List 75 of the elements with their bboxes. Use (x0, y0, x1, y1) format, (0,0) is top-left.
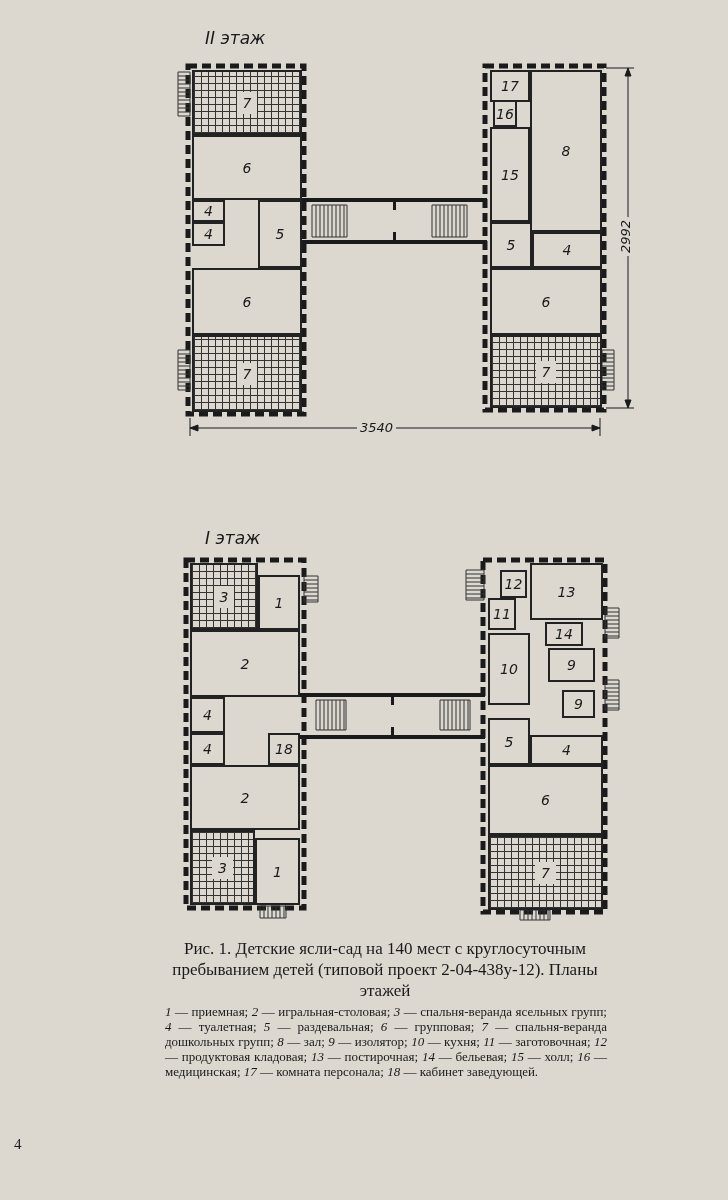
room-number: 7 (236, 91, 258, 114)
room-number: 2 (239, 788, 251, 807)
room-number: 15 (500, 165, 520, 184)
room-number: 4 (203, 202, 214, 220)
room-number: 4 (202, 706, 213, 724)
room-number: 4 (202, 740, 213, 758)
room (530, 563, 603, 620)
room (258, 200, 302, 268)
room-number: 5 (274, 225, 286, 243)
floor-label: II этаж (205, 28, 266, 48)
veranda-room (190, 830, 255, 905)
room-number: 3 (212, 856, 233, 879)
floor-label: I этаж (205, 528, 261, 548)
room-number: 6 (540, 292, 552, 311)
room-number: 4 (561, 741, 572, 759)
room (500, 570, 527, 598)
room-number: 5 (505, 236, 517, 254)
room-number: 9 (573, 695, 584, 713)
room-number: 7 (236, 362, 258, 385)
room (190, 765, 300, 830)
room-number: 2 (239, 654, 251, 673)
room (268, 733, 300, 765)
room (532, 232, 602, 268)
room (488, 765, 603, 835)
page-number: 4 (14, 1136, 22, 1153)
figure-caption: Рис. 1. Детские ясли-сад на 140 мест с круглосуточным пребыванием детей (типовой проект 2-04-438у-12). Планы этажей (171, 938, 599, 1001)
room (192, 135, 302, 200)
room-number: 6 (241, 292, 253, 311)
room (548, 648, 595, 682)
room (488, 718, 530, 765)
room (488, 633, 530, 705)
room (530, 70, 602, 232)
room-number: 6 (540, 791, 551, 809)
room (490, 268, 602, 335)
room (530, 735, 603, 765)
veranda-room (190, 563, 258, 630)
room (490, 70, 530, 102)
room-number: 8 (560, 142, 572, 160)
room-number: 3 (213, 585, 235, 608)
room (562, 690, 595, 718)
room-number: 7 (535, 360, 557, 383)
room-number: 18 (274, 740, 294, 758)
room (490, 127, 530, 222)
room (258, 575, 300, 630)
room (192, 222, 225, 246)
dimension-label: 3540 (357, 420, 397, 435)
veranda-room (488, 835, 603, 910)
room (192, 268, 302, 335)
room-number: 10 (499, 660, 519, 678)
room-number: 5 (503, 732, 515, 751)
veranda-room (192, 70, 302, 135)
room-number: 6 (241, 158, 253, 177)
key-text: 1 — приемная; 2 — игральная-столовая; 3 — спальня-веранда ясельных групп; 4 — туалетная; 5 — раздевальная; 6 — групповая; 7 — спальня-веранда дошкольных групп; 8 — зал; 9 — изолятор; 10 — кухня; 11 — заготовочная; 12 — продуктовая кладовая; 13 — постирочная; 14 — бельевая; 15 — холл; 16 — медицинская; 17 — комната персонала; 18 — кабинет заведующей. (165, 1004, 607, 1079)
room-number: 4 (203, 225, 214, 243)
room-number: 1 (273, 593, 285, 612)
room (488, 598, 516, 630)
room-number: 13 (556, 582, 577, 601)
room (190, 733, 225, 765)
room (192, 200, 225, 222)
room-number: 11 (492, 605, 512, 623)
room (545, 622, 583, 646)
veranda-room (490, 335, 602, 408)
room-number: 16 (495, 104, 515, 123)
room (255, 838, 300, 905)
room-number: 9 (566, 656, 577, 674)
room-number: 14 (554, 625, 574, 643)
room-number: 4 (561, 241, 573, 259)
room-number: 17 (500, 77, 520, 95)
room (190, 630, 300, 697)
room-number: 12 (503, 575, 524, 593)
room (190, 697, 225, 733)
veranda-room (192, 335, 302, 412)
room (490, 222, 532, 268)
room-number: 1 (272, 862, 283, 881)
room-number: 7 (535, 861, 556, 884)
